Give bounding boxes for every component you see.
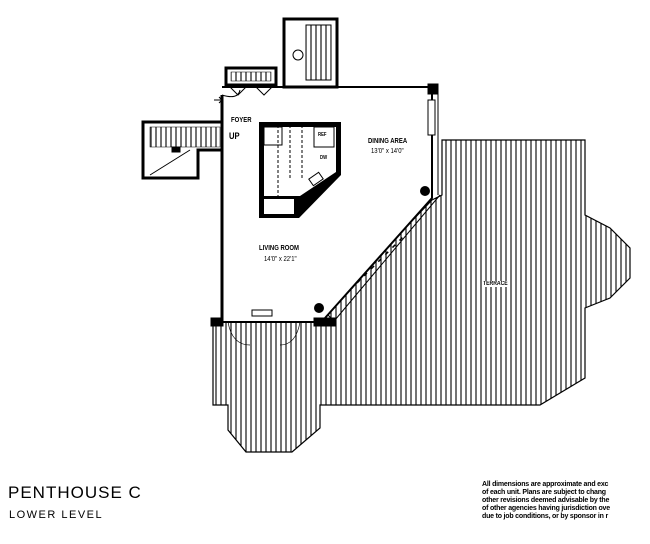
foyer-label: FOYER [231, 117, 252, 124]
stair-up-label: UP [229, 131, 240, 141]
terrace-label: TERRACE [483, 281, 508, 287]
disclaimer-line: All dimensions are approximate and exc [482, 481, 609, 488]
dining-area-size: 13'0" x 14'0" [371, 148, 404, 155]
disclaimer-line: of other agencies having jurisdiction ov… [482, 505, 610, 512]
walls [210, 83, 441, 327]
kitchen [259, 122, 341, 218]
entry-arrow-icon [214, 96, 223, 104]
column [420, 186, 430, 196]
plan-subtitle: LOWER LEVEL [9, 509, 104, 521]
terrace-doors [227, 321, 301, 346]
living-room-size: 14'0" x 22'1" [264, 256, 297, 263]
disclaimer-line: due to job conditions, or by sponsor in … [482, 513, 608, 520]
disclaimer-line: of each unit. Plans are subject to chang [482, 489, 606, 496]
disclaimer: All dimensions are approximate and exc o… [482, 481, 648, 521]
ref-label: REF [318, 132, 327, 138]
disclaimer-line: other revisions deemed advisable by the [482, 497, 610, 504]
dining-area-label: DINING AREA [368, 138, 408, 145]
staircase [141, 120, 222, 180]
entry-door [221, 89, 241, 98]
living-room-label: LIVING ROOM [259, 245, 300, 252]
sliding-doors [349, 234, 406, 291]
upper-closet [224, 17, 339, 96]
column [314, 303, 324, 313]
dw-label: DW [320, 155, 328, 161]
plan-title: PENTHOUSE C [8, 483, 142, 502]
